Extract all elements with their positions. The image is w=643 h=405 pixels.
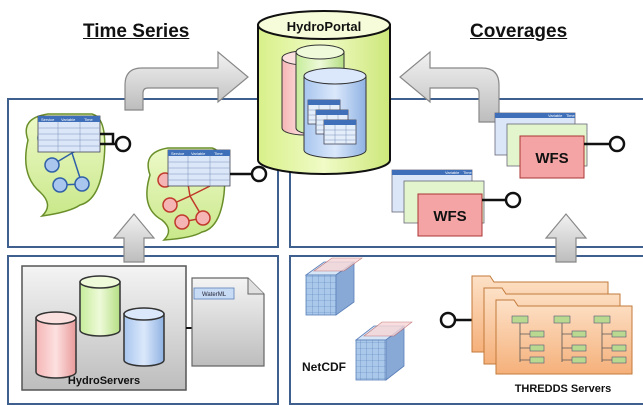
hydroportal-cylinder xyxy=(257,10,391,175)
catalog-table-1: Service Variable Time xyxy=(37,115,101,153)
catalog-3-header-variable: Variable xyxy=(548,113,563,118)
connector-circle-4 xyxy=(504,191,522,209)
hydroservers-label: HydroServers xyxy=(68,375,140,387)
catalog-1-header-service: Service xyxy=(41,117,55,122)
left-curved-arrow xyxy=(124,50,249,111)
connector-circle-1 xyxy=(114,135,132,153)
catalog-table-2: Service Variable Time xyxy=(167,149,231,187)
catalog-1-header-variable: Variable xyxy=(61,117,76,122)
time-series-heading: Time Series xyxy=(83,21,190,42)
connector-circle-3 xyxy=(608,135,626,153)
thredds-servers xyxy=(471,275,633,375)
right-up-arrow xyxy=(544,213,588,263)
hydroservers-box xyxy=(21,265,187,391)
hydroportal-label: HydroPortal xyxy=(287,19,361,34)
catalog-1-header-time: Time xyxy=(84,117,94,122)
right-curved-arrow xyxy=(399,50,500,123)
connector-circle-2 xyxy=(250,165,268,183)
wfs-label-2: WFS xyxy=(433,208,466,225)
coverages-heading: Coverages xyxy=(470,21,568,42)
left-up-arrow xyxy=(112,213,156,263)
thredds-label: THREDDS Servers xyxy=(515,383,612,395)
netcdf-cubes xyxy=(304,257,413,381)
catalog-2-header-time: Time xyxy=(214,151,224,156)
wfs-stack-1: Variable Time xyxy=(494,112,588,179)
catalog-2-header-service: Service xyxy=(171,151,185,156)
catalog-4-header-variable: Variable xyxy=(445,170,460,175)
catalog-2-header-variable: Variable xyxy=(191,151,206,156)
catalog-4-header-time: Time xyxy=(463,170,473,175)
waterml-label: WaterML xyxy=(202,292,227,298)
wfs-label-1: WFS xyxy=(535,150,568,167)
waterml-document xyxy=(191,277,265,367)
wfs-stack-2: Variable Time xyxy=(391,169,485,237)
connector-circle-6 xyxy=(439,311,457,329)
netcdf-label: NetCDF xyxy=(302,360,346,374)
catalog-3-header-time: Time xyxy=(566,113,576,118)
